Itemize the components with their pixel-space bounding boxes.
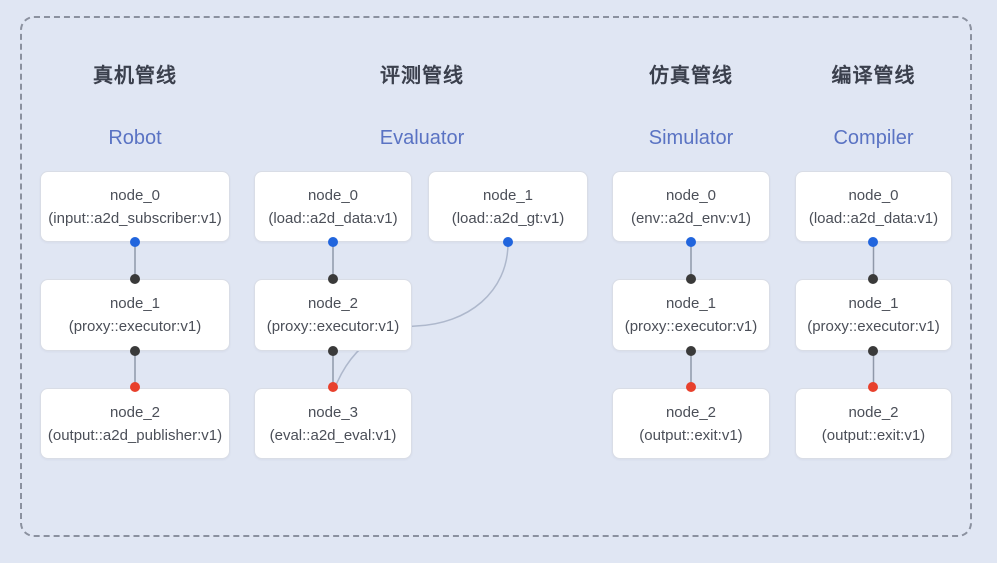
node-impl: (eval::a2d_eval:v1)	[269, 426, 397, 444]
node-name: node_1	[665, 295, 717, 312]
port-dot-dark-top-simulator	[686, 274, 696, 284]
port-dot-blue-simulator	[686, 237, 696, 247]
port-dot-red-simulator	[686, 382, 696, 392]
node-simulator-1: node_1 (proxy::executor:v1)	[612, 279, 770, 351]
pipeline-title-en-simulator: Simulator	[648, 127, 734, 149]
port-dot-red-robot	[130, 382, 140, 392]
node-name: node_1	[848, 295, 899, 312]
node-name: node_0	[109, 186, 161, 204]
pipeline-title-en-evaluator: Evaluator	[379, 127, 465, 149]
port-dot-red-evaluator	[328, 382, 338, 392]
port-dot-red-compiler	[868, 382, 878, 392]
port-dot-dark-top-compiler	[868, 274, 878, 284]
node-impl: (env::a2d_env:v1)	[630, 209, 752, 227]
node-name: node_0	[848, 186, 899, 204]
node-robot-2: node_2 (output::a2d_publisher:v1)	[40, 388, 230, 459]
node-evaluator-3: node_3 (eval::a2d_eval:v1)	[254, 388, 412, 459]
node-name: node_2	[307, 295, 359, 312]
pipeline-title-zh-robot: 真机管线	[93, 65, 177, 87]
node-impl: (proxy::executor:v1)	[624, 318, 758, 335]
pipeline-title-zh-compiler: 编译管线	[831, 65, 916, 87]
node-simulator-0: node_0 (env::a2d_env:v1)	[612, 171, 770, 242]
port-dot-blue-evaluator-n1	[503, 237, 513, 247]
node-robot-1: node_1 (proxy::executor:v1)	[40, 279, 230, 351]
port-dot-dark-top-evaluator	[328, 274, 338, 284]
node-impl: (proxy::executor:v1)	[807, 318, 940, 335]
pipeline-title-zh-evaluator: 评测管线	[380, 65, 464, 87]
port-dot-blue-compiler	[868, 237, 878, 247]
port-dot-blue-evaluator-n0	[328, 237, 338, 247]
node-impl: (load::a2d_data:v1)	[268, 209, 398, 227]
node-name: node_1	[109, 295, 161, 312]
node-impl: (proxy::executor:v1)	[266, 318, 400, 335]
node-evaluator-1: node_1 (load::a2d_gt:v1)	[428, 171, 588, 242]
node-name: node_1	[482, 186, 534, 204]
node-robot-0: node_0 (input::a2d_subscriber:v1)	[40, 171, 230, 242]
edge-evaluator-n1-n3-curve	[335, 242, 509, 386]
pipeline-title-en-compiler: Compiler	[833, 127, 914, 149]
pipeline-title-zh-simulator: 仿真管线	[649, 65, 733, 87]
port-dot-dark-bottom-robot	[130, 346, 140, 356]
node-name: node_0	[665, 186, 717, 204]
port-dot-dark-bottom-simulator	[686, 346, 696, 356]
dashed-frame	[20, 16, 972, 537]
node-evaluator-2: node_2 (proxy::executor:v1)	[254, 279, 412, 351]
node-impl: (output::exit:v1)	[639, 426, 743, 444]
node-evaluator-0: node_0 (load::a2d_data:v1)	[254, 171, 412, 242]
port-dot-dark-top-robot	[130, 274, 140, 284]
node-impl: (proxy::executor:v1)	[68, 318, 202, 335]
node-compiler-2: node_2 (output::exit:v1)	[795, 388, 952, 459]
node-impl: (load::a2d_gt:v1)	[451, 209, 565, 227]
port-dot-dark-bottom-evaluator	[328, 346, 338, 356]
node-name: node_2	[109, 403, 161, 421]
node-compiler-0: node_0 (load::a2d_data:v1)	[795, 171, 952, 242]
node-name: node_2	[848, 403, 899, 421]
pipeline-title-en-robot: Robot	[108, 127, 162, 149]
port-dot-blue-robot	[130, 237, 140, 247]
node-impl: (output::a2d_publisher:v1)	[47, 426, 223, 444]
node-impl: (input::a2d_subscriber:v1)	[48, 209, 222, 227]
port-dot-dark-bottom-compiler	[868, 346, 878, 356]
node-compiler-1: node_1 (proxy::executor:v1)	[795, 279, 952, 351]
node-name: node_3	[307, 403, 359, 421]
node-name: node_0	[307, 186, 359, 204]
node-impl: (load::a2d_data:v1)	[808, 209, 939, 227]
node-name: node_2	[665, 403, 717, 421]
node-impl: (output::exit:v1)	[821, 426, 926, 444]
node-simulator-2: node_2 (output::exit:v1)	[612, 388, 770, 459]
